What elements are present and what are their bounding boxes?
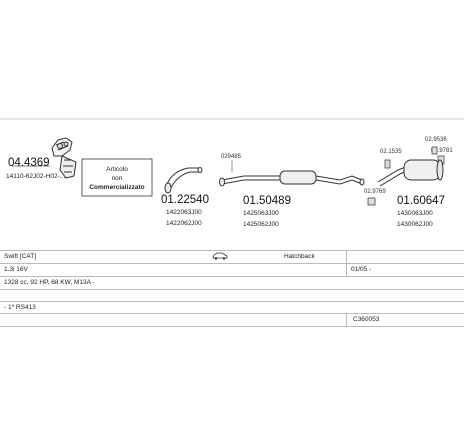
notice-line-1: Articolo	[106, 166, 128, 173]
middle-silencer-code-2: 1425062J00	[243, 221, 279, 228]
car-icon	[212, 252, 228, 263]
middle-silencer-code-1: 1425063J00	[243, 210, 279, 217]
front-pipe-number: 01.22540	[161, 194, 209, 206]
rear-silencer-code-2: 1430062J00	[397, 221, 433, 228]
spec-text: 1328 cc, 92 HP, 68 KW, M13A -	[4, 279, 95, 286]
notice-line-2: non	[112, 175, 123, 182]
rear-silencer-number: 01.60647	[397, 195, 445, 207]
extra-text: - 1* RS413	[4, 304, 36, 311]
front-pipe-drawing	[164, 167, 203, 194]
catalytic-converter-code: 14110-62J02-H02-...	[6, 173, 65, 180]
front-pipe-code-1: 1422063J00	[166, 209, 202, 216]
rear-silencer-drawing	[377, 159, 444, 187]
catalytic-converter-number: 04.4369	[8, 157, 50, 169]
clamp-3-number: 02.9781	[431, 148, 453, 154]
notice-box	[81, 158, 153, 197]
gasket-mid-number: 02.9769	[364, 189, 386, 195]
engine-text: 1.3i 16V	[4, 266, 28, 273]
body-text: Hatchback	[284, 253, 315, 260]
rear-silencer-code-1: 1430063J00	[397, 210, 433, 217]
reference-text: C360053	[353, 316, 380, 323]
front-pipe-code-2: 1422062J00	[166, 220, 202, 227]
notice-line-3: Commercializzato	[89, 184, 144, 191]
middle-silencer-drawing	[219, 170, 365, 187]
middle-silencer-number: 01.50489	[243, 195, 291, 207]
catalytic-converter-drawing	[51, 137, 77, 179]
clamp-1-number: 02.1535	[380, 149, 402, 155]
date-text: 01/05 -	[351, 266, 372, 273]
gasket-top-number: 029485	[221, 154, 242, 160]
model-text: Swift [CAT]	[4, 253, 37, 260]
clamp-2-number: 02.9536	[425, 137, 447, 143]
